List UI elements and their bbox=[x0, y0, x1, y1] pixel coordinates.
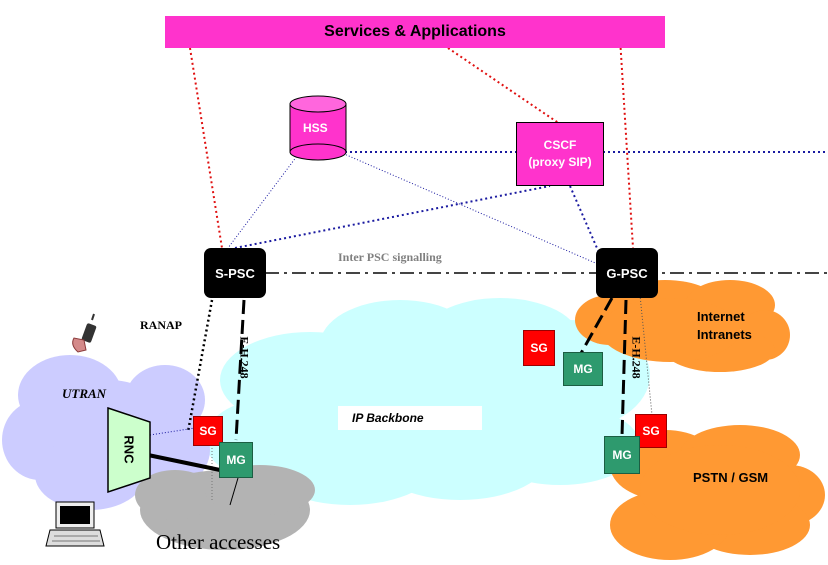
cscf-sublabel: (proxy SIP) bbox=[528, 155, 592, 169]
ip-backbone-label-box: IP Backbone bbox=[338, 406, 482, 430]
signalling-links bbox=[234, 151, 828, 256]
ranap-line bbox=[186, 299, 214, 433]
sg-node-right-bottom: SG bbox=[635, 414, 667, 448]
s-psc-label: S-PSC bbox=[215, 265, 255, 281]
mg-label-left: MG bbox=[226, 453, 246, 467]
sg-label-right-top: SG bbox=[530, 341, 548, 355]
sg-label-right-bottom: SG bbox=[642, 424, 660, 438]
cscf-node: CSCF (proxy SIP) bbox=[516, 122, 604, 186]
eh248-label-left: E-H.248 bbox=[237, 336, 252, 379]
services-applications-label: Services & Applications bbox=[324, 23, 506, 40]
mg-node-right-top: MG bbox=[563, 352, 603, 386]
eh248-line-left bbox=[234, 299, 246, 441]
pstn-label: PSTN / GSM bbox=[693, 470, 769, 485]
services-applications-bar: Services & Applications bbox=[165, 16, 665, 48]
service-links bbox=[189, 37, 634, 249]
sg-node-right-top: SG bbox=[523, 330, 555, 366]
eh248-line-right-b bbox=[620, 299, 628, 437]
internet-label: Internet Intranets bbox=[697, 308, 752, 344]
internet-label-line1: Internet bbox=[697, 309, 745, 324]
g-psc-node: G-PSC bbox=[596, 248, 658, 298]
gpsc-sg-link bbox=[639, 294, 653, 416]
sg-node-left: SG bbox=[193, 416, 223, 446]
mobile-phone-icon bbox=[72, 313, 97, 353]
rnc-shape bbox=[107, 406, 151, 494]
internet-label-line2: Intranets bbox=[697, 327, 752, 342]
mg-label-right-bottom: MG bbox=[612, 448, 632, 462]
g-psc-label: G-PSC bbox=[606, 265, 648, 281]
pstn-cloud bbox=[610, 425, 825, 560]
ranap-label: RANAP bbox=[140, 318, 182, 332]
s-psc-node: S-PSC bbox=[204, 248, 266, 298]
rnc-label: RNC bbox=[121, 435, 137, 464]
other-accesses-label: Other accesses bbox=[156, 530, 281, 554]
sg-label-left: SG bbox=[199, 424, 217, 438]
hss-links bbox=[227, 149, 601, 266]
cscf-label: CSCF bbox=[543, 138, 577, 152]
mg-other-link bbox=[229, 477, 239, 506]
mg-node-left: MG bbox=[219, 442, 253, 478]
utran-label: UTRAN bbox=[62, 386, 107, 401]
eh248-line-right-a bbox=[578, 297, 614, 356]
hss-label: HSS bbox=[303, 121, 328, 135]
rnc-mg-link bbox=[147, 453, 221, 472]
laptop-icon bbox=[45, 501, 105, 547]
eh248-label-right: E-H.248 bbox=[629, 336, 644, 379]
mg-node-right-bottom: MG bbox=[604, 436, 640, 474]
ip-backbone-label: IP Backbone bbox=[352, 411, 424, 425]
hss-cylinder bbox=[289, 95, 347, 161]
mg-label-right-top: MG bbox=[573, 362, 593, 376]
inter-psc-label: Inter PSC signalling bbox=[338, 250, 442, 264]
